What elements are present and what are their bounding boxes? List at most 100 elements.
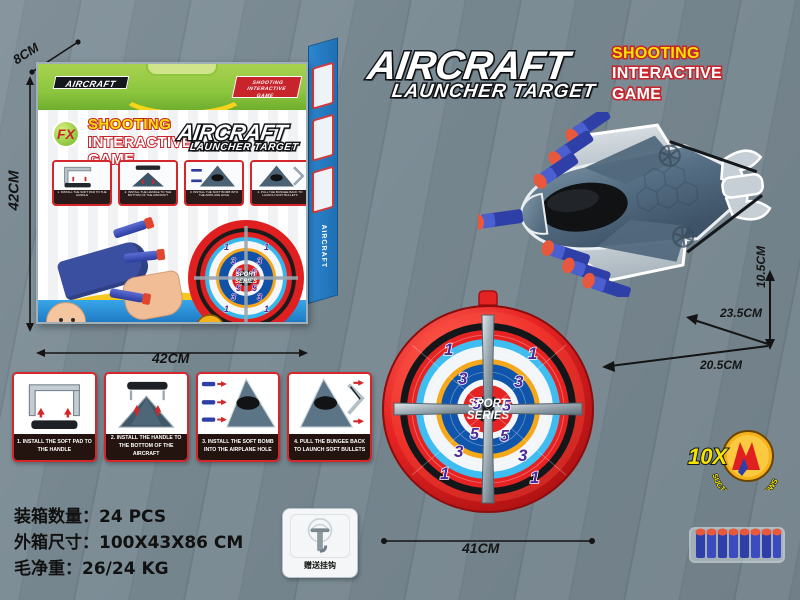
packing-carton-value: 100X43X86 CM (99, 532, 244, 553)
target-score: 3 (454, 442, 464, 461)
packing-qty-row: 装箱数量：24 PCS (14, 505, 314, 531)
packing-qty-label: 装箱数量： (14, 507, 99, 527)
step-caption-3: 3. INSTALL THE SOFT BOMB INTO THE AIRPLA… (197, 434, 279, 460)
product-box: AIRCRAFT AIRCRAFT SHOOTING INTERACTIVE G… (36, 37, 338, 338)
box-dart (112, 219, 148, 239)
packing-weight-value: 26/24 KG (82, 558, 169, 579)
box-thumb-step-3: 3. INSTALL THE SOFT BOMB INTO THE AIRPLA… (184, 160, 244, 206)
target-score: 1 (530, 468, 539, 487)
svg-text:3: 3 (257, 256, 262, 266)
box-thumb-cap-2: 2. INSTALL THE HANDLE TO THE BOTTOM OF T… (120, 190, 176, 204)
svg-text:1: 1 (224, 304, 229, 314)
target-score: 5 (500, 428, 510, 445)
box-tagline-line1: SHOOTING (87, 115, 172, 134)
target-score: 1 (444, 340, 453, 359)
instruction-step-4: 4. PULL THE BUNGEE BACK TO LAUNCH SOFT B… (287, 372, 372, 462)
svg-text:5: 5 (236, 267, 242, 277)
box-thumb-art-1 (54, 162, 110, 190)
step-art-1 (14, 374, 95, 434)
target-hanger (478, 290, 498, 306)
target-board: 1 1 1 1 3 3 3 3 5 5 5 5 SPORT SERIES (378, 287, 598, 517)
badge-10x-suction: 10X SUCTION CUP ARROWS (686, 428, 786, 505)
badge-count: 10X (688, 444, 728, 469)
dimension-aircraft-group (598, 270, 788, 375)
box-thumb-step-1: 1. INSTALL THE SOFT PAD TO THE HANDLE (52, 160, 112, 206)
box-lid-logo: AIRCRAFT (52, 76, 130, 89)
target-score: 3 (514, 372, 524, 391)
target-score: 5 (470, 426, 480, 443)
hero-product-logo: AIRCRAFT LAUNCHER TARGET (363, 43, 599, 106)
packing-info: 装箱数量：24 PCS 外箱尺寸：100X43X86 CM 毛净重：26/24 … (14, 505, 314, 582)
target-score: 3 (458, 369, 468, 388)
svg-text:3: 3 (257, 292, 262, 302)
box-thumb-cap-1: 1. INSTALL THE SOFT PAD TO THE HANDLE (54, 190, 110, 204)
target-center-line1: SPORT (468, 398, 508, 410)
dimension-box-height (24, 76, 36, 332)
target-score: 1 (528, 344, 537, 363)
packing-weight-label: 毛净重： (14, 558, 82, 579)
hero-tagline-line3: GAME (611, 84, 663, 104)
instruction-step-2: 2. INSTALL THE HANDLE TO THE BOTTOM OF T… (103, 372, 189, 462)
box-carry-handle (146, 64, 218, 76)
box-product-logo: AIRCRAFT LAUNCHER TARGET (175, 119, 301, 156)
hero-tagline-line1: SHOOTING (611, 43, 701, 63)
svg-text:5: 5 (236, 283, 242, 293)
step-caption-4: 4. PULL THE BUNGEE BACK TO LAUNCH SOFT B… (289, 434, 370, 460)
free-hook-label: 赠送挂钩 (304, 561, 336, 570)
hero-logo-line2: LAUNCHER TARGET (389, 80, 599, 104)
box-corner-badge: SHOOTING INTERACTIVE GAME (231, 76, 303, 99)
target-center-line2: SERIES (467, 410, 510, 422)
step-art-3 (197, 374, 279, 434)
box-product-logo-line2: LAUNCHER TARGET (188, 141, 301, 155)
dimension-box-width-label: 42CM (152, 350, 190, 366)
svg-text:1: 1 (264, 242, 269, 252)
box-thumb-cap-3: 3. INSTALL THE SOFT BOMB INTO THE AIRPLA… (186, 190, 242, 204)
darts-pack (688, 520, 786, 570)
packing-carton-row: 外箱尺寸：100X43X86 CM (14, 531, 314, 557)
box-thumb-step-2: 2. INSTALL THE HANDLE TO THE BOTTOM OF T… (118, 160, 178, 206)
dimension-box-height-label: 42CM (5, 170, 23, 211)
dimension-aircraft-length-label: 23.5CM (720, 306, 763, 320)
aircraft-launcher (472, 107, 778, 300)
svg-text:SERIES: SERIES (235, 279, 257, 285)
dimension-target-diameter (378, 534, 598, 546)
brand-logo: FX (52, 120, 80, 148)
step-art-4 (289, 374, 370, 434)
box-badge-10x: 10X SUCTION CUP ARROWS (168, 314, 232, 322)
instruction-step-3: 3. INSTALL THE SOFT BOMB INTO THE AIRPLA… (195, 372, 281, 462)
box-thumb-step-4: 4. PULL THE BUNGEE BACK TO LAUNCH SOFT B… (250, 160, 306, 206)
svg-text:1: 1 (264, 304, 269, 314)
target-score: 3 (518, 446, 528, 465)
target-score: 5 (502, 398, 512, 415)
hero-tagline: SHOOTING INTERACTIVE GAME (611, 43, 772, 105)
dimension-box-width (36, 346, 308, 358)
svg-text:5: 5 (252, 267, 258, 277)
svg-text:1: 1 (224, 242, 229, 252)
packing-weight-row: 毛净重：26/24 KG (14, 557, 314, 583)
target-score: 5 (472, 396, 482, 413)
free-hook-frame (290, 514, 350, 558)
step-art-2 (105, 374, 187, 434)
svg-text:SPORT: SPORT (236, 272, 258, 278)
instruction-step-1: 1. INSTALL THE SOFT PAD TO THE HANDLE (12, 372, 97, 462)
box-side-logo: AIRCRAFT (320, 223, 327, 270)
dimension-target-diameter-label: 41CM (462, 540, 500, 556)
box-side-panel: AIRCRAFT (308, 37, 338, 304)
step-caption-2: 2. INSTALL THE HANDLE TO THE BOTTOM OF T… (105, 434, 187, 460)
packing-carton-label: 外箱尺寸： (14, 532, 99, 553)
box-tagline-line2: INTERACTIVE (87, 133, 193, 152)
box-thumb-art-4 (252, 162, 306, 190)
instruction-steps: 1. INSTALL THE SOFT PAD TO THE HANDLE 2.… (12, 372, 372, 462)
dimension-aircraft-wingspan-label: 20.5CM (700, 358, 743, 372)
box-thumb-art-2 (120, 162, 176, 190)
dimension-aircraft-height-label: 10.5CM (754, 245, 768, 288)
box-corner-badge-line2: INTERACTIVE (246, 86, 287, 93)
svg-text:5: 5 (252, 283, 258, 293)
box-corner-badge-line3: GAME (256, 92, 275, 99)
box-thumb-art-3 (186, 162, 242, 190)
box-thumb-cap-4: 4. PULL THE BUNGEE BACK TO LAUNCH SOFT B… (252, 190, 306, 204)
step-caption-1: 1. INSTALL THE SOFT PAD TO THE HANDLE (14, 434, 95, 460)
